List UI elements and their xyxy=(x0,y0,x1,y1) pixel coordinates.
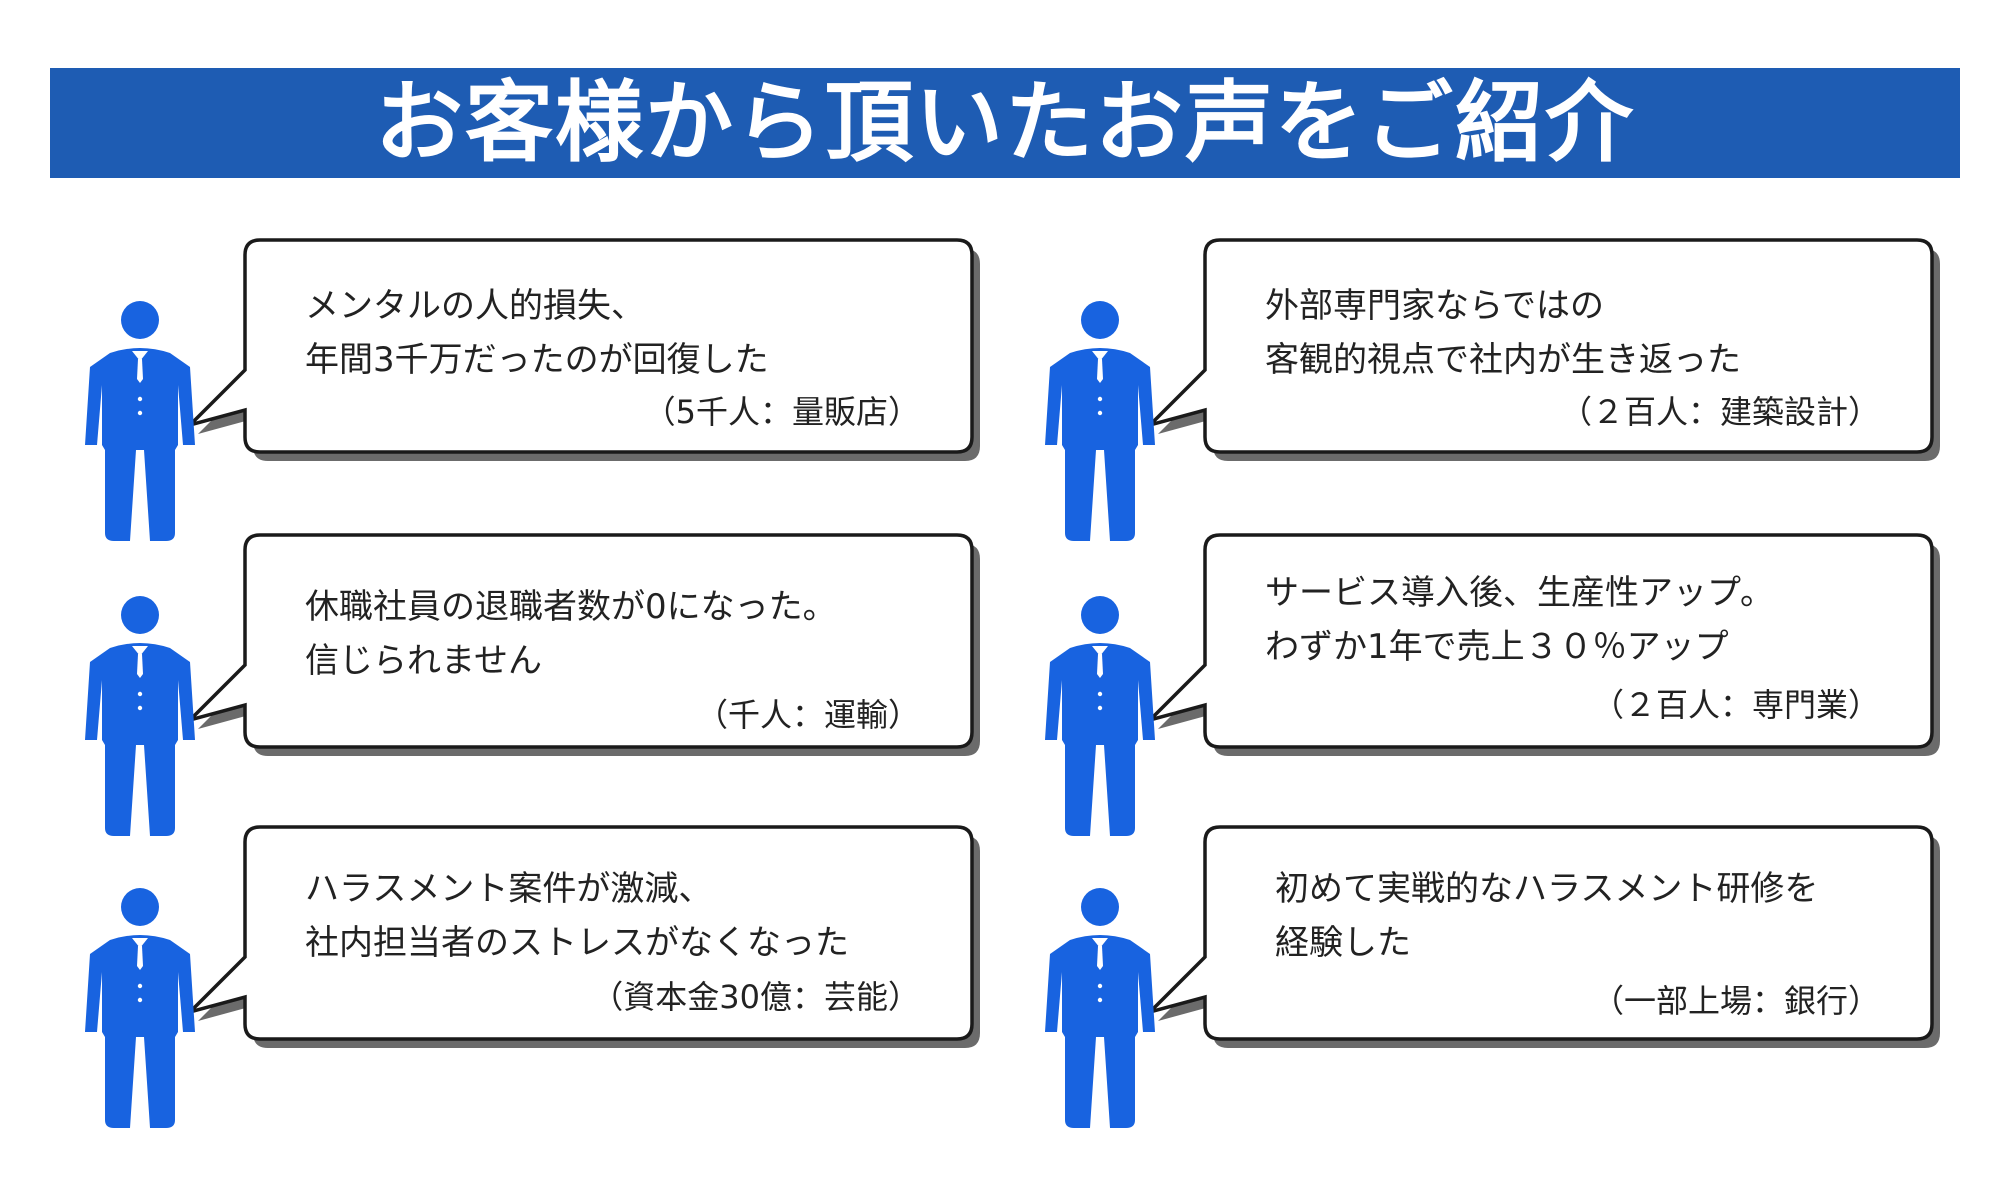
speech-bubble xyxy=(184,533,980,756)
quote-line: 客観的視点で社内が生き返った xyxy=(1265,340,1741,380)
quote-line: 年間3千万だったのが回復した xyxy=(305,340,769,380)
person-icon xyxy=(85,596,195,836)
quote-line: 信じられません xyxy=(305,641,542,681)
testimonial-source: （千人：運輸） xyxy=(695,696,920,734)
quote-line: ハラスメント案件が激減、 xyxy=(305,869,713,909)
person-icon xyxy=(1045,888,1155,1128)
speech-bubble xyxy=(184,825,980,1048)
testimonial-card: 初めて実戦的なハラスメント研修を 経験した （一部上場：銀行） xyxy=(1020,822,1940,1128)
quote-line: 休職社員の退職者数が0になった。 xyxy=(305,587,837,627)
quote-line: サービス導入後、生産性アップ。 xyxy=(1265,573,1774,613)
testimonial-quote: ハラスメント案件が激減、 社内担当者のストレスがなくなった xyxy=(305,862,985,970)
person-icon xyxy=(1045,596,1155,836)
quote-line: 社内担当者のストレスがなくなった xyxy=(305,923,849,963)
testimonial-card: 休職社員の退職者数が0になった。 信じられません （千人：運輸） xyxy=(60,530,980,836)
testimonial-source: （２百人：専門業） xyxy=(1591,686,1880,724)
person-icon xyxy=(1045,301,1155,541)
page-header: お客様から頂いたお声をご紹介 xyxy=(50,68,1960,178)
testimonial-source: （２百人：建築設計） xyxy=(1559,393,1880,431)
testimonial-source: （5千人：量販店） xyxy=(643,393,920,431)
speech-bubble xyxy=(1144,238,1940,461)
testimonial-card: メンタルの人的損失、 年間3千万だったのが回復した （5千人：量販店） xyxy=(60,235,980,541)
speech-bubble xyxy=(1144,533,1940,756)
testimonial-card: ハラスメント案件が激減、 社内担当者のストレスがなくなった （資本金30億：芸能… xyxy=(60,822,980,1128)
testimonial-card: サービス導入後、生産性アップ。 わずか1年で売上３０％アップ （２百人：専門業） xyxy=(1020,530,1940,836)
quote-line: 経験した xyxy=(1275,923,1411,963)
quote-line: わずか1年で売上３０％アップ xyxy=(1265,627,1729,667)
quote-line: 外部専門家ならではの xyxy=(1265,286,1604,326)
person-icon xyxy=(85,888,195,1128)
testimonial-quote: サービス導入後、生産性アップ。 わずか1年で売上３０％アップ xyxy=(1265,566,1945,674)
person-icon xyxy=(85,301,195,541)
quote-line: 初めて実戦的なハラスメント研修を xyxy=(1275,869,1819,909)
testimonial-quote: 初めて実戦的なハラスメント研修を 経験した xyxy=(1275,862,1955,970)
testimonial-quote: 外部専門家ならではの 客観的視点で社内が生き返った xyxy=(1265,279,1945,387)
quote-line: メンタルの人的損失、 xyxy=(305,286,645,326)
speech-bubble xyxy=(184,238,980,461)
testimonial-source: （一部上場：銀行） xyxy=(1591,982,1880,1020)
testimonial-source: （資本金30億：芸能） xyxy=(591,978,920,1016)
testimonial-quote: メンタルの人的損失、 年間3千万だったのが回復した xyxy=(305,279,985,387)
speech-bubble xyxy=(1144,825,1940,1048)
testimonial-quote: 休職社員の退職者数が0になった。 信じられません xyxy=(305,580,985,688)
testimonial-card: 外部専門家ならではの 客観的視点で社内が生き返った （２百人：建築設計） xyxy=(1020,235,1940,541)
page-title: お客様から頂いたお声をご紹介 xyxy=(374,71,1635,174)
